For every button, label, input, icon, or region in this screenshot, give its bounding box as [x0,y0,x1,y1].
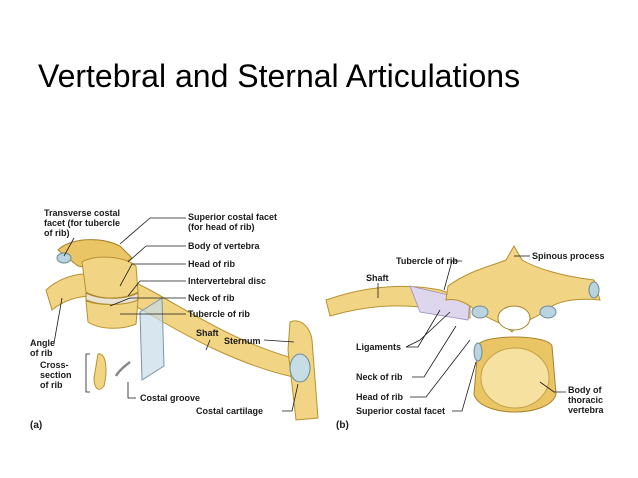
spinous-tip-facet [588,281,600,299]
panel-a-illustration [45,239,319,421]
cross-section-arrow [114,361,131,377]
label-body-thoracic-3: vertebra [568,405,605,415]
label-superior-costal-2: (for head of rib) [188,222,255,232]
vertebral-canal [497,305,531,331]
label-body-of-vertebra: Body of vertebra [188,241,261,251]
rib-shaft-a [45,273,301,379]
label-cross-section-3: of rib [40,380,63,390]
cross-section-plane [139,297,165,381]
label-superior-costal-1: Superior costal facet [188,212,277,222]
label-transverse-costal-2: facet (for tubercle [44,218,120,228]
label-cross-section-2: section [40,370,72,380]
label-angle-of-rib-1: Angle [30,338,55,348]
label-body-thoracic-1: Body of [568,385,602,395]
label-costal-cartilage: Costal cartilage [196,406,263,416]
superior-facet-b [473,342,483,362]
transverse-facet-b-left [471,305,489,319]
label-transverse-costal-1: Transverse costal [44,208,120,218]
label-cross-section-1: Cross- [40,360,69,370]
panel-a-labels: Transverse costal facet (for tubercle of… [30,208,277,431]
costal-cartilage-a [289,353,311,383]
label-shaft-a: Shaft [196,328,219,338]
panel-b-letter: (b) [336,420,349,431]
label-body-thoracic-2: thoracic [568,395,603,405]
body-cancellous [480,347,550,409]
label-angle-of-rib-2: of rib [30,348,53,358]
transverse-facet-b-right [539,305,557,319]
panel-b-illustration [325,244,601,413]
cross-section-rib [93,353,107,390]
label-tubercle-of-rib-b: Tubercle of rib [396,256,458,266]
label-sternum: Sternum [224,336,261,346]
slide-title: Vertebral and Sternal Articulations [38,58,521,94]
transverse-facet-a [56,252,72,264]
label-spinous-process: Spinous process [532,251,605,261]
panel-a-leaders [53,217,299,412]
label-intervertebral-disc: Intervertebral disc [188,276,266,286]
vertebra-body [81,256,139,299]
label-neck-of-rib-a: Neck of rib [188,293,235,303]
label-ligaments: Ligaments [356,342,401,352]
label-tubercle-of-rib-a: Tubercle of rib [188,309,250,319]
panel-a-letter: (a) [30,420,42,431]
label-shaft-b: Shaft [366,273,389,283]
panel-b-labels: Tubercle of rib Spinous process Shaft Li… [336,251,605,431]
cross-section-bracket [85,353,90,393]
label-superior-costal-facet: Superior costal facet [356,406,445,416]
label-head-of-rib-a: Head of rib [188,259,236,269]
label-head-of-rib-b: Head of rib [356,392,404,402]
label-neck-of-rib-b: Neck of rib [356,372,403,382]
panel-b-leaders [377,255,566,412]
label-transverse-costal-3: of rib) [44,228,70,238]
vertebra-lower [85,299,139,329]
label-costal-groove: Costal groove [140,393,200,403]
